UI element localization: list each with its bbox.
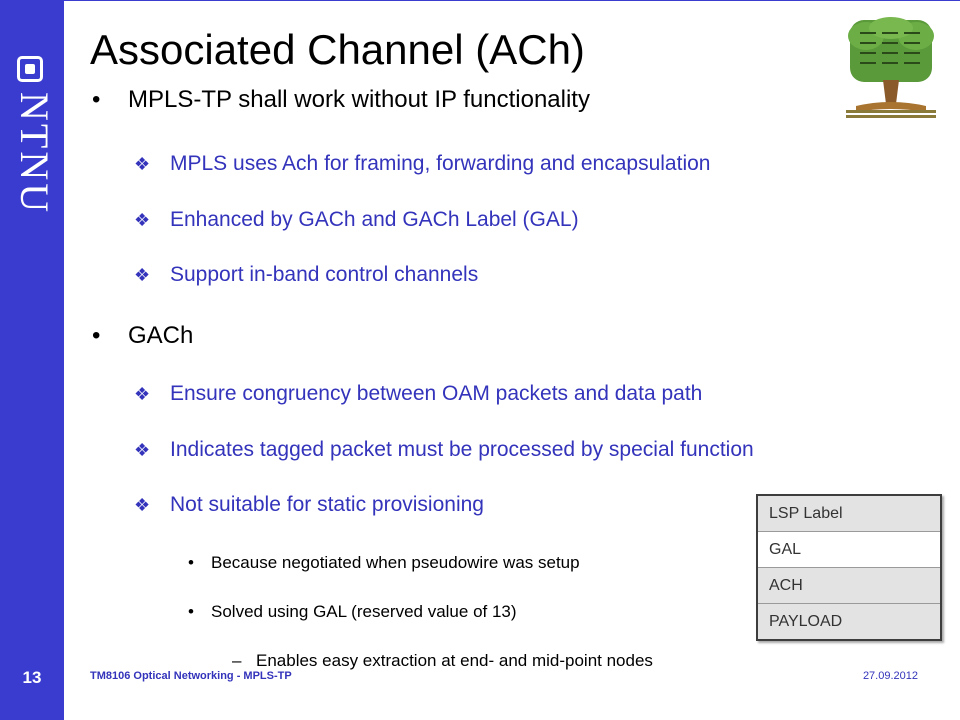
label-stack-table: LSP Label GAL ACH PAYLOAD	[756, 494, 942, 641]
bullet-dot-icon: •	[92, 322, 101, 349]
diamond-bullet-icon: ❖	[134, 440, 151, 460]
bullet-dot-icon: •	[92, 86, 101, 113]
stack-row-lsp-label: LSP Label	[758, 496, 940, 531]
top-border	[64, 0, 960, 1]
dash-bullet-icon: –	[232, 651, 242, 670]
diamond-bullet-icon: ❖	[134, 384, 151, 404]
tree-illustration-icon	[846, 17, 936, 118]
bullet-dot-icon: •	[188, 553, 194, 572]
slide-number: 13	[22, 668, 42, 687]
sidebar: NTNU 13	[0, 0, 64, 720]
diamond-bullet-icon: ❖	[134, 265, 151, 285]
stack-row-ach: ACH	[758, 567, 940, 603]
footer-course: TM8106 Optical Networking - MPLS-TP	[90, 670, 292, 682]
diamond-bullet-icon: ❖	[134, 154, 151, 174]
ntnu-logo-square-icon	[17, 56, 43, 82]
bullet-dot-icon: •	[188, 602, 194, 621]
diamond-bullet-icon: ❖	[134, 495, 151, 515]
slide-title: Associated Channel (ACh)	[90, 26, 585, 73]
stack-row-payload: PAYLOAD	[758, 603, 940, 639]
diamond-bullet-icon: ❖	[134, 210, 151, 230]
ntnu-logo-text: NTNU	[12, 92, 57, 216]
footer-date: 27.09.2012	[862, 670, 918, 682]
stack-row-gal: GAL	[758, 531, 940, 567]
